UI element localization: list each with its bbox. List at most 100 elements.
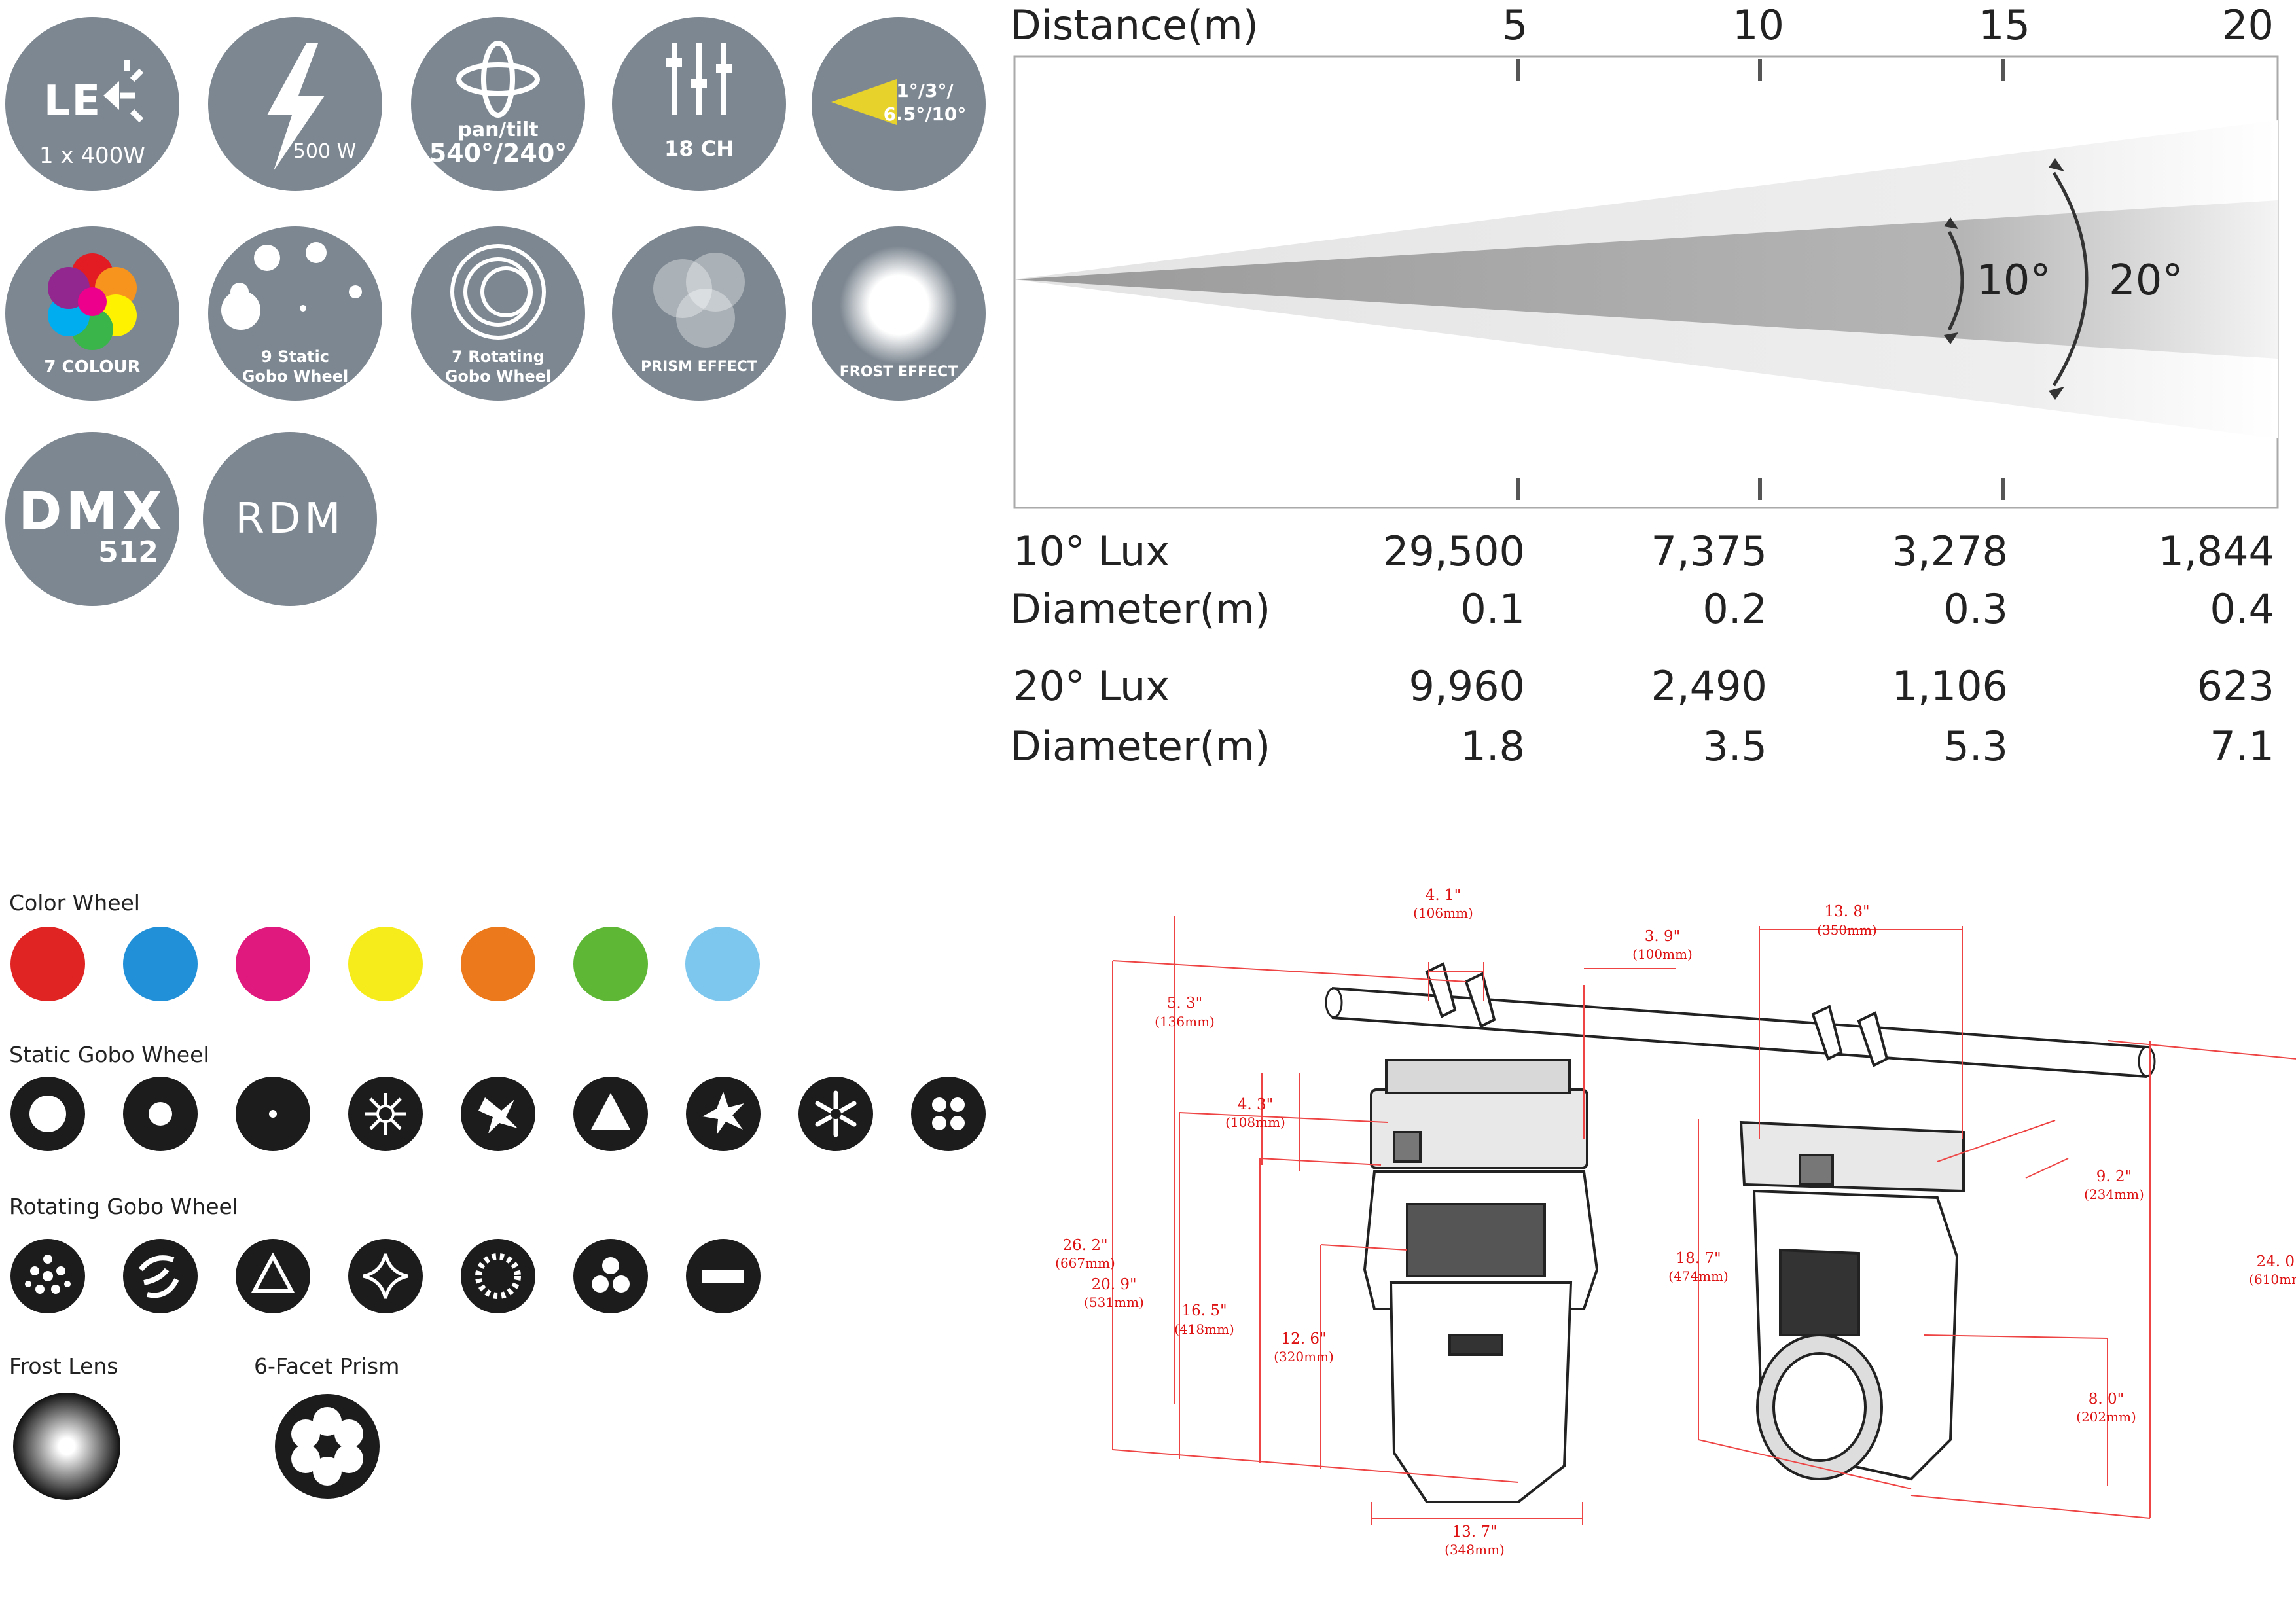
row-value: 1,844 [2158,527,2275,575]
dim-label: (136mm) [1155,1014,1215,1029]
gobo-three-dots-icon [573,1239,648,1313]
dim-label: (106mm) [1413,905,1473,921]
dimension-lines [1112,916,2296,1525]
row-label: 20° Lux [1013,662,1170,710]
gobo-dots-cluster-icon [10,1239,85,1313]
row-value: 0.4 [2210,585,2274,633]
gobo-burst-icon [686,1077,761,1151]
dim-label: 13. 7" [1452,1524,1497,1541]
angle-outer-label: 20° [2109,257,2183,305]
distance-tick-label: 15 [1979,1,2030,49]
frost-prism-row [13,1393,380,1500]
gobo-four-dots-icon [911,1077,986,1151]
lightning-icon: 500 W [208,17,382,191]
gobo-dashed-ring-icon [461,1239,535,1313]
dim-label: 20. 9" [1091,1276,1136,1293]
color-swatch [10,927,85,1001]
rotating-gobo-icon: 7 Rotating Gobo Wheel [411,226,585,401]
dmx-icon: DMX 512 [5,432,179,606]
dim-label: 3. 9" [1645,928,1680,945]
rotating-gobo-row [10,1239,761,1313]
dim-label: (667mm) [1055,1255,1115,1271]
distance-tick-label: 20 [2222,1,2274,49]
dim-label: 4. 3" [1238,1096,1273,1113]
dim-label: 8. 0" [2089,1391,2124,1408]
chart-tick [1516,478,1520,500]
channels-icon: 18 CH [612,17,786,191]
dim-label: 5. 3" [1167,995,1202,1012]
row-value: 2,490 [1651,662,1768,710]
pan-tilt-icon: pan/tilt 540°/240° [411,17,585,191]
color-swatch [348,927,423,1001]
dim-label: 13. 8" [1824,903,1869,920]
dim-label: 16. 5" [1181,1302,1227,1319]
gobo-triangle-icon [573,1077,648,1151]
gobo-small-ring-icon [123,1077,198,1151]
beam-diagram [1013,55,2279,509]
color-swatch [461,927,535,1001]
gobo-four-point-icon [348,1239,423,1313]
distance-tick-label: 5 [1502,1,1528,49]
row-value: 0.2 [1702,585,1767,633]
chart-tick [2001,59,2005,81]
dim-label: 9. 2" [2096,1168,2132,1185]
angle-inner-label: 10° [1977,257,2051,305]
gobo-splash-icon [461,1077,535,1151]
row-label: 10° Lux [1013,527,1170,575]
static-gobo-icon: 9 Static Gobo Wheel [208,226,382,401]
fixture-side [1739,1005,1965,1481]
prism-effect-icon: PRISM EFFECT [612,226,786,401]
dim-label: 12. 6" [1281,1330,1326,1347]
fixture-front [1363,962,1599,1503]
gobo-bar-icon [686,1239,761,1313]
chart-tick [1758,59,1762,81]
gobo-snowflake-icon [348,1077,423,1151]
dim-label: (234mm) [2084,1186,2144,1202]
dim-label: (350mm) [1817,922,1877,938]
row-value: 5.3 [1943,722,2008,770]
frost-effect-icon: FROST EFFECT [812,226,986,401]
dim-label: (474mm) [1668,1268,1729,1284]
dim-label: (610mm) [2249,1272,2296,1287]
dim-label: (348mm) [1444,1542,1505,1558]
frost-lens-icon [13,1393,120,1500]
row-value: 7,375 [1651,527,1768,575]
rotating-gobo-title: Rotating Gobo Wheel [9,1194,238,1219]
frost-lens-title: Frost Lens [9,1353,118,1379]
six-facet-prism-icon [275,1394,380,1499]
color-swatch [573,927,648,1001]
prism-title: 6-Facet Prism [254,1353,400,1379]
row-value: 29,500 [1383,527,1525,575]
row-value: 0.1 [1460,585,1525,633]
dim-label: 24. 0" [2256,1253,2296,1270]
row-value: 9,960 [1408,662,1526,710]
row-value: 7.1 [2210,722,2274,770]
row-value: 1.8 [1460,722,1525,770]
distance-tick-label: 10 [1732,1,1784,49]
gobo-ring-icon [10,1077,85,1151]
beam-angle-icon: 1°/3°/ 6.5°/10° [812,17,986,191]
row-value: 3.5 [1702,722,1767,770]
dim-label: (202mm) [2076,1409,2136,1425]
dim-label: (108mm) [1225,1115,1285,1130]
dim-label: (320mm) [1274,1349,1334,1364]
dim-label: 26. 2" [1062,1237,1107,1254]
dimension-drawing: 4. 1" (106mm) 3. 9" (100mm) 13. 8" (350m… [1055,887,2296,1558]
chart-tick [1516,59,1520,81]
colour-flower-icon: 7 COLOUR [5,226,179,401]
row-value: 3,278 [1892,527,2009,575]
row-label: Diameter(m) [1010,585,1271,633]
dim-label: (531mm) [1084,1294,1144,1310]
row-value: 0.3 [1943,585,2008,633]
gobo-star-icon [798,1077,873,1151]
dimension-labels: 4. 1" (106mm) 3. 9" (100mm) 13. 8" (350m… [1055,887,2296,1558]
distance-label: Distance(m) [1010,1,1259,49]
row-value: 1,106 [1892,662,2009,710]
color-swatch [236,927,310,1001]
chart-tick [1758,478,1762,500]
led-icon: LE 1 x 400W [5,17,179,191]
color-swatch [123,927,198,1001]
row-label: Diameter(m) [1010,722,1271,770]
gobo-triangle-outline-icon [236,1239,310,1313]
dim-label: 4. 1" [1426,887,1461,904]
